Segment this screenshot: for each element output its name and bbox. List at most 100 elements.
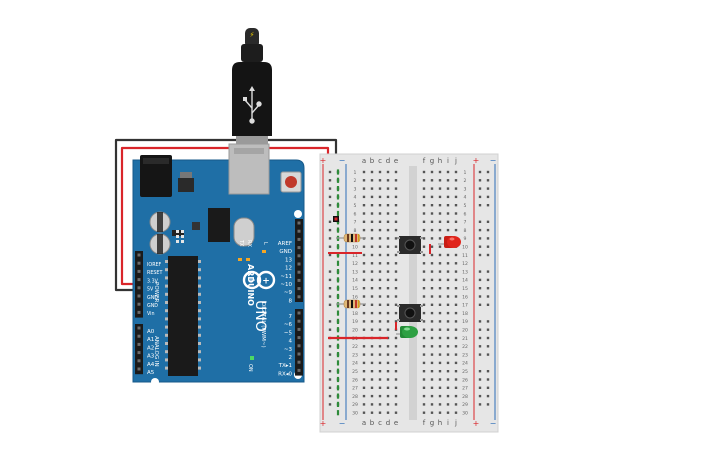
breadboard-hole[interactable] (378, 195, 382, 199)
breadboard-hole[interactable] (378, 187, 382, 190)
breadboard-hole[interactable] (370, 311, 374, 315)
breadboard-components[interactable] (328, 169, 461, 416)
rail-hole[interactable] (486, 204, 490, 207)
rail-hole[interactable] (328, 253, 332, 257)
rail-hole[interactable] (486, 353, 490, 356)
breadboard-hole[interactable] (422, 187, 426, 190)
rail-hole[interactable] (486, 386, 490, 389)
header-pin[interactable] (137, 359, 141, 363)
breadboard-hole[interactable] (370, 303, 374, 306)
breadboard-hole[interactable] (394, 320, 398, 323)
rail-hole[interactable] (486, 195, 490, 199)
rail-hole[interactable] (478, 245, 482, 248)
header-pin[interactable] (137, 302, 141, 306)
breadboard-hole[interactable] (454, 262, 458, 265)
rail-hole[interactable] (486, 179, 490, 182)
breadboard-hole[interactable] (446, 278, 450, 282)
rail-hole[interactable] (478, 179, 482, 182)
breadboard-hole[interactable] (422, 336, 426, 340)
breadboard-hole[interactable] (438, 262, 442, 265)
breadboard-hole[interactable] (422, 311, 426, 315)
header-pin[interactable] (137, 342, 141, 346)
breadboard-hole[interactable] (370, 411, 374, 414)
breadboard-hole[interactable] (454, 228, 458, 232)
breadboard-hole[interactable] (370, 212, 374, 215)
breadboard-hole[interactable] (386, 378, 390, 381)
breadboard-hole[interactable] (394, 204, 398, 207)
rail-hole[interactable] (486, 228, 490, 232)
breadboard-hole[interactable] (370, 386, 374, 389)
rail-hole[interactable] (328, 328, 332, 331)
breadboard-hole[interactable] (430, 386, 434, 389)
breadboard-hole[interactable] (438, 394, 442, 398)
breadboard-hole[interactable] (386, 353, 390, 356)
breadboard-hole[interactable] (430, 228, 434, 232)
breadboard-hole[interactable] (386, 386, 390, 389)
breadboard-hole[interactable] (438, 204, 442, 207)
breadboard-hole[interactable] (362, 370, 366, 373)
breadboard-hole[interactable] (378, 170, 382, 174)
rail-hole[interactable] (328, 270, 332, 273)
breadboard-hole[interactable] (386, 245, 390, 248)
breadboard-hole[interactable] (422, 378, 426, 381)
breadboard-hole[interactable] (454, 295, 458, 298)
digital-top-header[interactable] (295, 219, 303, 302)
rail-hole[interactable] (486, 394, 490, 398)
breadboard-hole[interactable] (430, 303, 434, 306)
breadboard-hole[interactable] (454, 287, 458, 290)
led-red[interactable] (438, 236, 461, 248)
breadboard-hole[interactable] (394, 287, 398, 290)
breadboard-hole[interactable] (454, 170, 458, 174)
breadboard-hole[interactable] (370, 237, 374, 240)
breadboard-hole[interactable] (386, 237, 390, 240)
breadboard-hole[interactable] (446, 386, 450, 389)
breadboard-hole[interactable] (386, 262, 390, 265)
breadboard-hole[interactable] (454, 353, 458, 356)
breadboard-hole[interactable] (422, 411, 426, 414)
breadboard-hole[interactable] (454, 195, 458, 199)
breadboard-hole[interactable] (362, 394, 366, 398)
header-pin[interactable] (297, 327, 301, 331)
breadboard-hole[interactable] (454, 253, 458, 257)
breadboard-hole[interactable] (362, 378, 366, 381)
breadboard-hole[interactable] (362, 403, 366, 406)
breadboard-hole[interactable] (394, 353, 398, 356)
breadboard-hole[interactable] (430, 179, 434, 182)
breadboard-hole[interactable] (378, 320, 382, 323)
breadboard-hole[interactable] (378, 394, 382, 398)
rail-hole[interactable] (328, 220, 332, 223)
breadboard-hole[interactable] (430, 345, 434, 348)
breadboard-hole[interactable] (422, 179, 426, 182)
header-pin[interactable] (297, 368, 301, 372)
breadboard-hole[interactable] (430, 295, 434, 298)
breadboard-hole[interactable] (362, 262, 366, 265)
breadboard-hole[interactable] (430, 311, 434, 315)
breadboard-hole[interactable] (446, 228, 450, 232)
breadboard-hole[interactable] (430, 212, 434, 215)
breadboard-hole[interactable] (438, 245, 442, 248)
rail-hole[interactable] (478, 403, 482, 406)
breadboard-hole[interactable] (378, 237, 382, 240)
breadboard-hole[interactable] (438, 378, 442, 381)
rail-hole[interactable] (328, 228, 332, 232)
breadboard-hole[interactable] (438, 403, 442, 406)
rail-hole[interactable] (486, 328, 490, 331)
breadboard-hole[interactable] (446, 328, 450, 331)
rail-hole[interactable] (478, 170, 482, 174)
header-pin[interactable] (137, 269, 141, 273)
breadboard-hole[interactable] (430, 394, 434, 398)
breadboard-hole[interactable] (378, 228, 382, 232)
breadboard-hole[interactable] (386, 187, 390, 190)
breadboard-hole[interactable] (370, 262, 374, 265)
analog-header[interactable] (135, 324, 143, 375)
breadboard-hole[interactable] (446, 370, 450, 373)
breadboard-hole[interactable] (438, 220, 442, 223)
rail-hole[interactable] (486, 287, 490, 290)
breadboard-hole[interactable] (438, 270, 442, 273)
header-pin[interactable] (297, 229, 301, 233)
breadboard-hole[interactable] (454, 179, 458, 182)
breadboard-hole[interactable] (362, 295, 366, 298)
rail-hole[interactable] (328, 386, 332, 389)
breadboard-hole[interactable] (422, 361, 426, 365)
breadboard-hole[interactable] (430, 170, 434, 174)
